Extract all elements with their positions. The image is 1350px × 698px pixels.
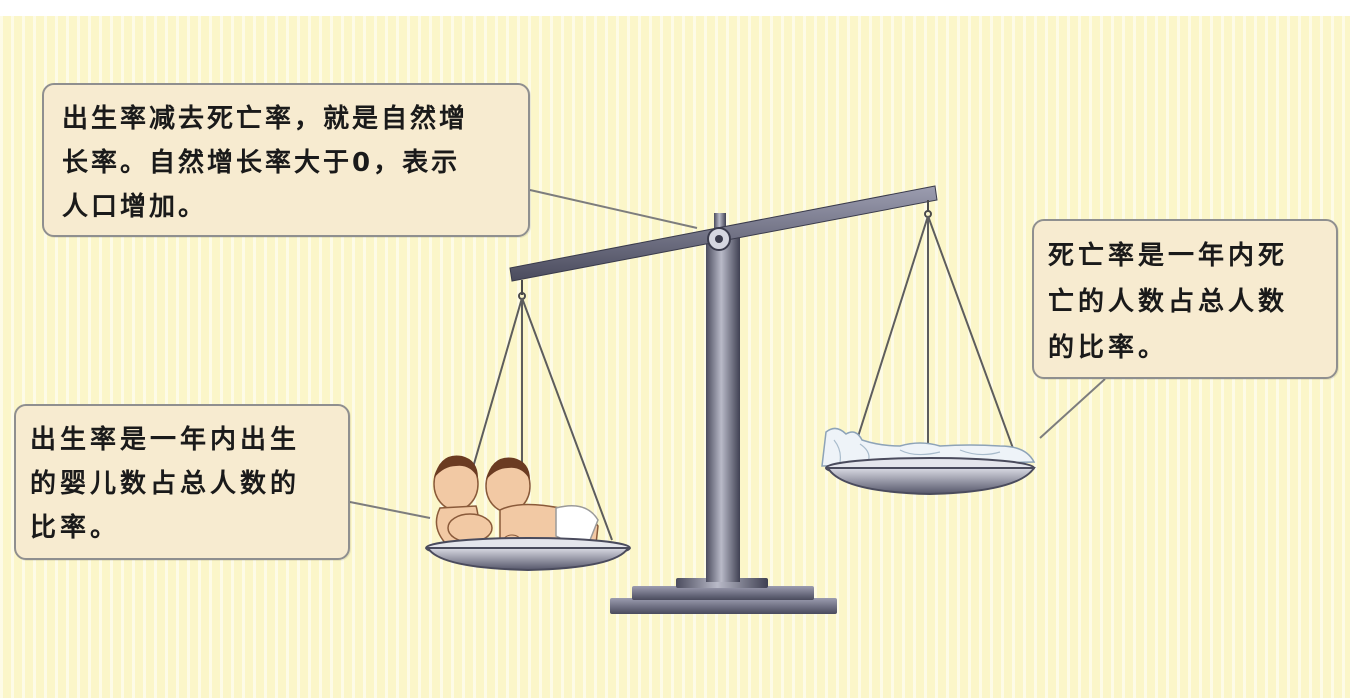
scale-pillar [706, 213, 740, 582]
babies-illustration [433, 455, 599, 547]
callout-line: 的婴儿数占总人数的 [30, 469, 301, 499]
covered-body-illustration [821, 427, 1036, 467]
birth-rate-callout: 出生率是一年内出生 的婴儿数占总人数的 比率。 [14, 404, 350, 560]
top-blank-strip [0, 0, 1350, 16]
scale-beam [509, 185, 938, 282]
natural-growth-rate-callout: 出生率减去死亡率，就是自然增 长率。自然增长率大于0，表示 人口增加。 [42, 83, 530, 237]
callout-line: 比率。 [30, 513, 121, 543]
callout-line: 出生率是一年内出生 [30, 425, 301, 455]
left-pan [425, 537, 631, 572]
callout-line: 出生率减去死亡率，就是自然增 [62, 104, 469, 134]
callout-line: 亡的人数占总人数 [1048, 287, 1289, 317]
callout-line: 死亡率是一年内死 [1048, 241, 1289, 271]
right-hanger [849, 200, 1019, 470]
right-pan [825, 457, 1036, 496]
leader-line-left [349, 501, 431, 519]
leader-line-right [1039, 378, 1106, 439]
death-rate-callout: 死亡率是一年内死 亡的人数占总人数 的比率。 [1032, 219, 1338, 379]
left-hanger [451, 280, 613, 548]
scale-base [610, 578, 837, 614]
callout-line: 长率。自然增长率大于0，表示 [62, 148, 461, 178]
leader-line-top [529, 189, 698, 229]
callout-line: 人口增加。 [62, 192, 208, 222]
callout-line: 的比率。 [1048, 333, 1169, 363]
